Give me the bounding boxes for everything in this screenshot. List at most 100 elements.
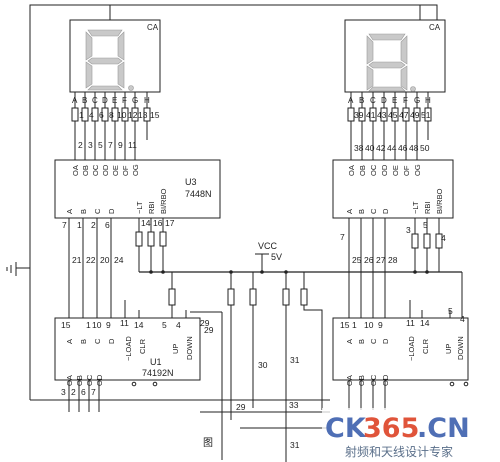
svg-text:UP: UP: [171, 344, 180, 354]
svg-text:2: 2: [78, 140, 83, 150]
svg-text:21: 21: [72, 255, 82, 265]
decoder-u3-ref: U3: [185, 177, 197, 187]
svg-text:~LT: ~LT: [411, 201, 420, 214]
svg-text:15: 15: [340, 320, 350, 330]
svg-text:OG: OG: [131, 164, 140, 176]
svg-text:1: 1: [86, 320, 91, 330]
display-left-resistor-row: 1 4 6 8 10 12 13 15: [71, 107, 160, 122]
svg-text:DOWN: DOWN: [185, 336, 194, 360]
counter-right: 15 1 10 9 11 14 5 4 A B C D ~LOAD CLR UP…: [332, 300, 469, 410]
svg-text:44: 44: [387, 143, 397, 153]
svg-text:A: A: [65, 339, 74, 344]
svg-text:射频和天线设计专家: 射频和天线设计专家: [345, 444, 453, 459]
counter-u1-out-wires: 3 2 6 7: [61, 380, 100, 412]
svg-text:9: 9: [118, 140, 123, 150]
svg-text:14: 14: [420, 318, 430, 328]
svg-text:D: D: [107, 208, 116, 214]
display-right-resistor-row: 39 41 43 45 47 49 51: [347, 107, 432, 122]
svg-text:38: 38: [354, 143, 364, 153]
svg-text:B: B: [79, 339, 88, 344]
svg-text:.CN: .CN: [417, 413, 470, 444]
svg-text:31: 31: [290, 440, 300, 450]
svg-text:7: 7: [91, 387, 96, 397]
svg-text:A: A: [345, 339, 354, 344]
svg-text:~LOAD: ~LOAD: [407, 336, 416, 361]
display-right: CA A B C D E F G H: [344, 19, 446, 160]
svg-text:8: 8: [109, 110, 114, 120]
svg-text:C: C: [369, 338, 378, 344]
svg-text:4: 4: [89, 110, 94, 120]
svg-text:OA: OA: [71, 165, 80, 176]
svg-text:2: 2: [71, 387, 76, 397]
display-right-legs: [350, 92, 429, 108]
display-left: CA A B C D E F G H: [69, 19, 161, 160]
svg-text:B: B: [357, 209, 366, 214]
svg-text:13: 13: [138, 110, 148, 120]
svg-text:39: 39: [354, 110, 364, 120]
vcc-value: 5V: [271, 252, 282, 262]
svg-text:9: 9: [378, 320, 383, 330]
counter-u1-in-pins: A B C D ~LOAD CLR UP DOWN: [65, 336, 194, 361]
svg-text:15: 15: [150, 110, 160, 120]
counter-u1-part: 74192N: [142, 368, 174, 378]
display-right-anode-label: CA: [429, 23, 441, 32]
counter-u1-out-pins: OA OB OC OD: [65, 374, 104, 386]
svg-text:48: 48: [409, 143, 419, 153]
svg-text:22: 22: [86, 255, 96, 265]
svg-text:45: 45: [388, 110, 398, 120]
svg-text:CLR: CLR: [138, 338, 147, 354]
decoder-u3-input-wires: 7 1 2 6 21 22 20 24: [62, 218, 124, 318]
svg-text:6: 6: [81, 387, 86, 397]
decoder-right-control-resistors: 3 5 4: [406, 218, 446, 272]
svg-text:2: 2: [91, 220, 96, 230]
svg-text:15: 15: [61, 320, 71, 330]
decoder-right: OA OB OC OD OE OF OG A B C D ~LT RBI BI/…: [332, 159, 454, 318]
decoder-right-input-wires: 7 25 26 27 28: [340, 218, 398, 318]
svg-text:A: A: [65, 209, 74, 214]
svg-text:OC: OC: [369, 164, 378, 176]
svg-text:50: 50: [420, 143, 430, 153]
decoder-right-out-pins: OA OB OC OD OE OF OG: [347, 164, 422, 176]
svg-text:3: 3: [406, 225, 411, 235]
svg-text:~LOAD: ~LOAD: [124, 336, 133, 361]
svg-text:OE: OE: [391, 165, 400, 176]
svg-text:25: 25: [352, 255, 362, 265]
svg-text:33: 33: [289, 400, 299, 410]
svg-text:B: B: [357, 339, 366, 344]
svg-text:OD: OD: [380, 164, 389, 176]
svg-text:D: D: [381, 338, 390, 344]
svg-text:20: 20: [100, 255, 110, 265]
net-labels: 29 30 31 29 33 31: [200, 325, 330, 450]
svg-text:RBI: RBI: [423, 201, 432, 214]
svg-text:OF: OF: [121, 165, 130, 176]
counter-u1-extra-number: 29: [200, 318, 210, 328]
svg-text:CK: CK: [325, 413, 367, 444]
svg-text:47: 47: [399, 110, 409, 120]
svg-text:41: 41: [366, 110, 376, 120]
svg-text:3: 3: [61, 387, 66, 397]
svg-text:D: D: [107, 338, 116, 344]
svg-text:BI/RBO: BI/RBO: [159, 188, 168, 214]
svg-text:46: 46: [398, 143, 408, 153]
counter-right-in-pins: A B C D ~LOAD CLR UP DOWN: [345, 336, 465, 361]
svg-text:29: 29: [204, 325, 214, 335]
svg-text:26: 26: [364, 255, 374, 265]
frame-wires: [6, 4, 438, 401]
vcc-rail: VCC 5V: [139, 241, 463, 462]
svg-text:43: 43: [377, 110, 387, 120]
svg-text:OF: OF: [402, 165, 411, 176]
svg-text:12: 12: [128, 110, 138, 120]
svg-text:1: 1: [352, 320, 357, 330]
svg-text:5: 5: [423, 220, 428, 230]
counter-u1-in-numbers: 15 1 10 9 11 14 5 4: [61, 318, 181, 330]
figure-caption: 图: [203, 437, 213, 449]
svg-text:1: 1: [77, 220, 82, 230]
decoder-right-in-pins: A B C D ~LT RBI BI/RBO: [345, 188, 444, 214]
watermark-logo: CK 365 .CN 射频和天线设计专家: [322, 408, 500, 462]
counter-u1-ref: U1: [150, 357, 162, 367]
svg-text:10: 10: [92, 320, 102, 330]
svg-text:11: 11: [120, 318, 129, 328]
svg-text:CLR: CLR: [421, 338, 430, 354]
svg-text:17: 17: [165, 218, 175, 228]
display-left-lower-legs: 2 3 5 7 9 11: [74, 121, 148, 160]
